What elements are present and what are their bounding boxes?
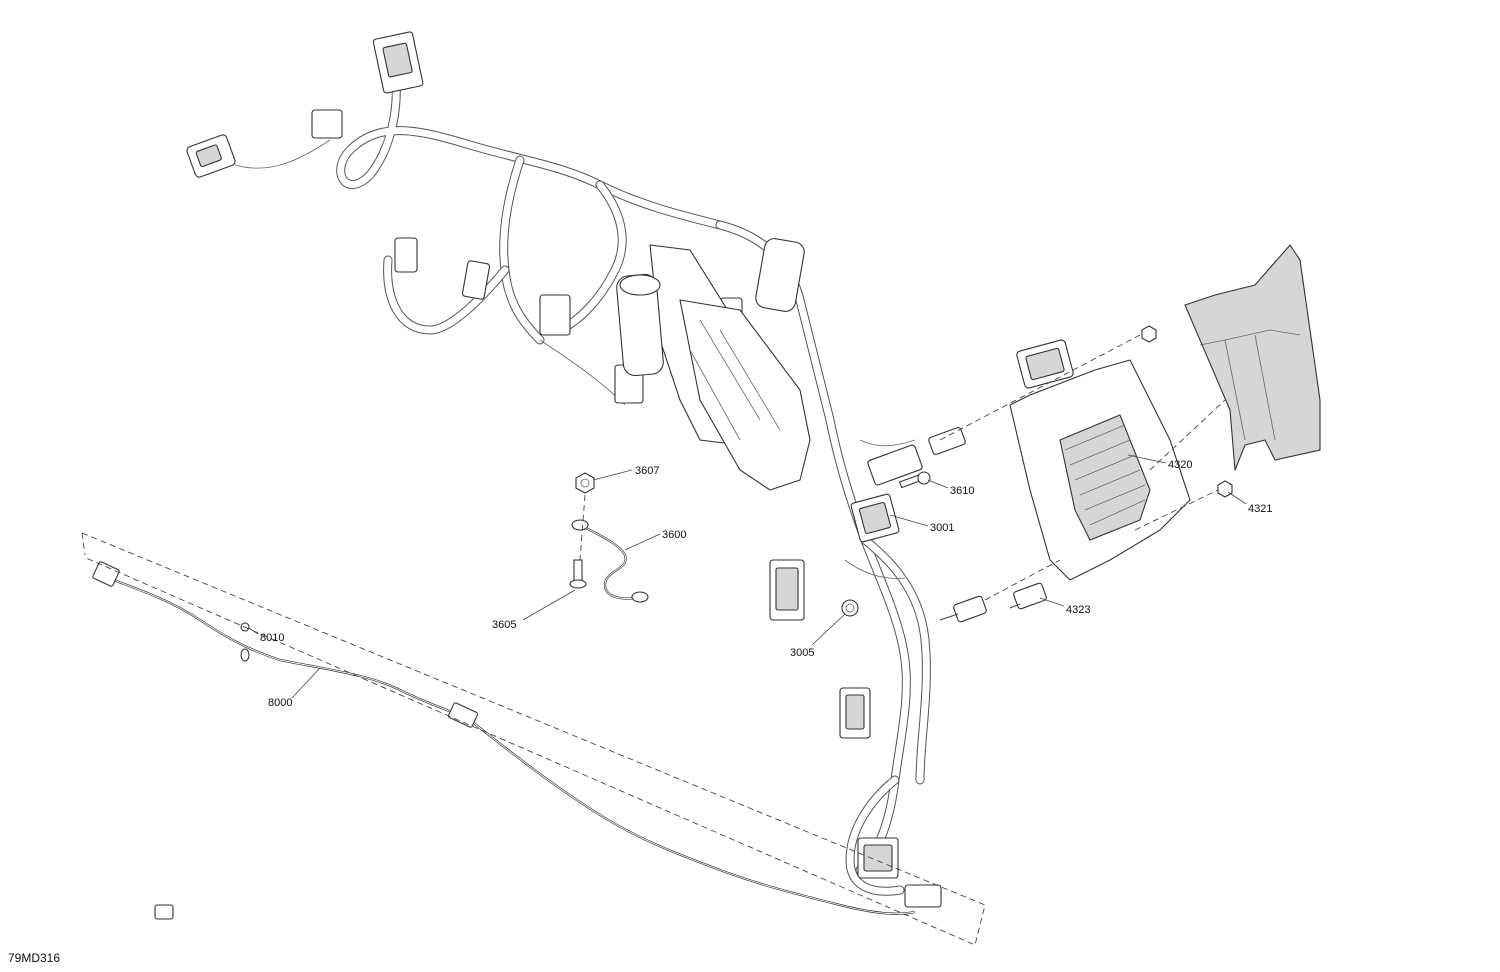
ground-strap-3600[interactable]	[571, 519, 649, 603]
callout-label: 4323	[1066, 604, 1090, 616]
harness-connector-top	[372, 31, 424, 94]
bolt-3605[interactable]	[569, 559, 587, 589]
callout-label: 3607	[635, 465, 659, 477]
callout-label: 3610	[950, 485, 974, 497]
callout-label: 3600	[662, 529, 686, 541]
callout-label: 8010	[260, 632, 284, 644]
nut-3607[interactable]	[575, 472, 595, 494]
ecu-4320[interactable]	[1009, 339, 1191, 581]
callout-label: 8000	[268, 697, 292, 709]
figure-code: 79MD316	[8, 951, 60, 965]
assembly-boundary-8000	[81, 532, 986, 946]
callout-4320: 4320	[1127, 454, 1192, 471]
callout-3610: 3610	[927, 479, 974, 497]
connector-3001[interactable]	[850, 493, 900, 543]
harness-connector-left	[186, 134, 236, 178]
callout-label: 4321	[1248, 503, 1272, 515]
heat-shield-4321[interactable]	[1184, 244, 1321, 471]
callout-8010: 8010	[248, 627, 284, 644]
callout-4321: 4321	[1227, 491, 1272, 515]
central-bracket-module	[616, 238, 811, 491]
nut-4321[interactable]	[1141, 325, 1233, 498]
callout-3001: 3001	[889, 514, 954, 534]
nut-3005[interactable]	[841, 599, 859, 617]
callout-8000: 8000	[268, 667, 321, 709]
callout-label: 3001	[930, 522, 954, 534]
sensor-harness-8000[interactable]	[92, 561, 916, 920]
callout-4323: 4323	[1039, 597, 1090, 616]
callout-label: 3005	[790, 647, 814, 659]
callout-3607: 3607	[592, 465, 659, 481]
spacer-4323[interactable]	[928, 427, 1047, 623]
bolt-3610[interactable]	[898, 471, 931, 489]
harness-connector-lower	[769, 444, 942, 908]
ecu-assembly-lines	[939, 334, 1226, 601]
assembly-line-3607-3605	[579, 494, 586, 561]
callout-label: 4320	[1168, 459, 1192, 471]
callout-3605: 3605	[492, 589, 576, 631]
harness-connector-upper-mid	[311, 109, 743, 404]
callout-3005: 3005	[790, 613, 846, 659]
callout-3600: 3600	[624, 529, 686, 551]
callout-label: 3605	[492, 619, 516, 631]
